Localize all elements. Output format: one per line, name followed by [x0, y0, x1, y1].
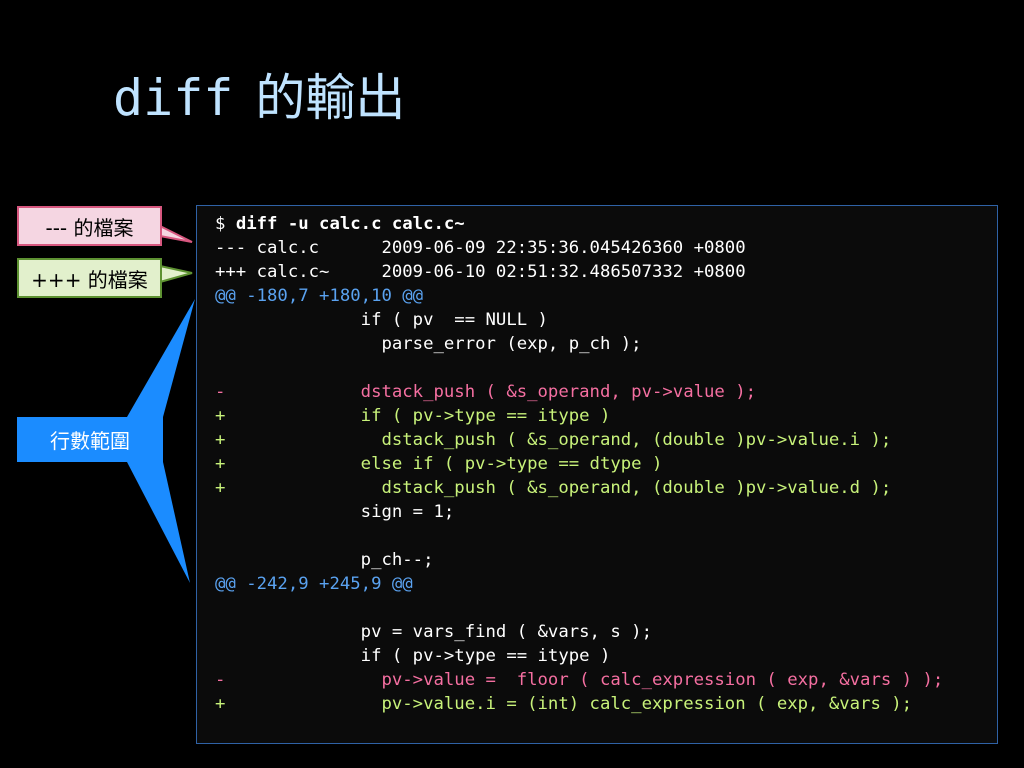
diff-line-add: + dstack_push ( &s_operand, (double )pv-…	[215, 478, 892, 498]
diff-line-context: p_ch--;	[215, 550, 434, 570]
diff-line-context	[215, 356, 943, 380]
diff-line-context	[215, 596, 943, 620]
title-code-word: diff	[113, 69, 234, 127]
diff-line-context	[215, 524, 943, 548]
terminal-panel: $ diff -u calc.c calc.c~--- calc.c 2009-…	[196, 205, 998, 744]
plus-callout-pointer	[159, 264, 193, 284]
range-callout-pointer-lower	[127, 462, 190, 583]
file-header-line: +++ calc.c~ 2009-06-10 02:51:32.48650733…	[215, 262, 746, 282]
diff-line-del: - dstack_push ( &s_operand, pv->value );	[215, 382, 757, 402]
shell-prompt: $	[215, 214, 236, 234]
diff-line-add: + pv->value.i = (int) calc_expression ( …	[215, 694, 913, 714]
file-header-line: --- calc.c 2009-06-09 22:35:36.045426360…	[215, 238, 746, 258]
hunk-header-line: @@ -242,9 +245,9 @@	[215, 574, 413, 594]
diff-command: diff -u calc.c calc.c~	[235, 214, 465, 234]
plus-file-callout: +++ 的檔案	[17, 258, 162, 298]
line-range-callout: 行數範圍	[17, 417, 163, 462]
diff-line-context: pv = vars_find ( &vars, s );	[215, 622, 652, 642]
diff-line-add: + if ( pv->type == itype )	[215, 406, 611, 426]
diff-line-context: sign = 1;	[215, 502, 455, 522]
minus-file-callout: --- 的檔案	[17, 206, 162, 246]
diff-line-add: + dstack_push ( &s_operand, (double )pv-…	[215, 430, 892, 450]
hunk-header-line: @@ -180,7 +180,10 @@	[215, 286, 424, 306]
range-callout-pointer	[127, 299, 195, 417]
title-text: 的輸出	[255, 69, 406, 127]
slide-title: diff 的輸出	[113, 66, 405, 130]
minus-callout-pointer	[159, 224, 193, 243]
diff-line-context: parse_error (exp, p_ch );	[215, 334, 642, 354]
diff-line-context: if ( pv->type == itype )	[215, 646, 611, 666]
diff-line-del: - pv->value = floor ( calc_expression ( …	[215, 670, 944, 690]
command-line: $ diff -u calc.c calc.c~	[215, 212, 943, 236]
diff-output: $ diff -u calc.c calc.c~--- calc.c 2009-…	[215, 212, 943, 716]
diff-line-context: if ( pv == NULL )	[215, 310, 548, 330]
diff-line-add: + else if ( pv->type == dtype )	[215, 454, 663, 474]
